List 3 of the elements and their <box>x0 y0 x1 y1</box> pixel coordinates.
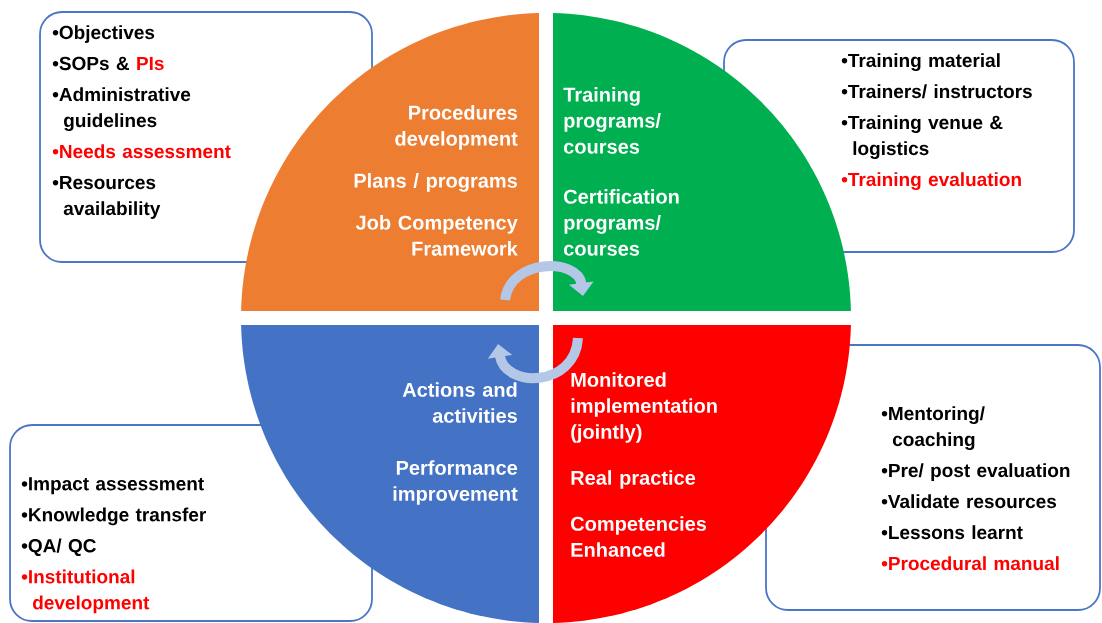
quadrant-sector: Actions and activities Performance improvement <box>241 325 539 623</box>
quadrant-sector: Monitored implementation (jointly) Real practice Competencies Enhanced <box>553 325 851 623</box>
quadrant-sector: Procedures development Plans / programs Job Competency Framework <box>241 13 539 311</box>
